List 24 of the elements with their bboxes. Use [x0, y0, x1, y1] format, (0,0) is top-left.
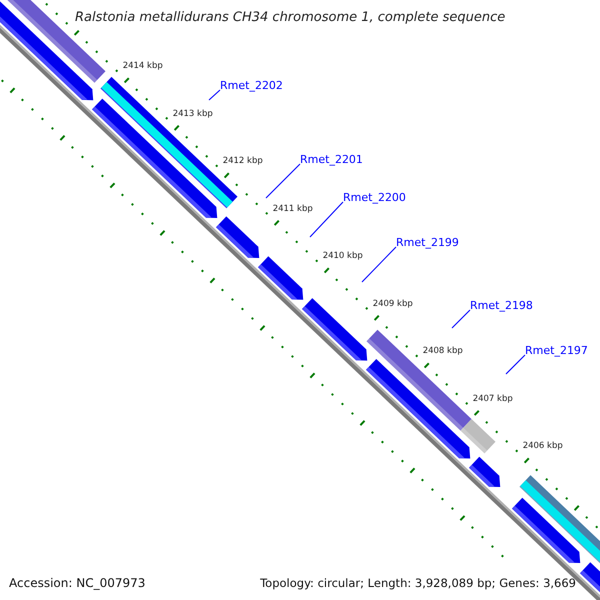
leader-line: [452, 310, 470, 328]
leader-line: [506, 354, 526, 374]
gene-label: Rmet_2201: [300, 153, 363, 166]
position-label: 2407 kbp: [472, 394, 513, 404]
map-title: Ralstonia metallidurans CH34 chromosome 1, complete sequence: [75, 9, 506, 27]
position-label: 2412 kbp: [222, 156, 263, 166]
gene-label: Rmet_2199: [396, 236, 459, 249]
leader-line: [266, 164, 300, 198]
leader-line: [362, 246, 396, 282]
position-label: 2411 kbp: [272, 204, 313, 214]
position-label: 2410 kbp: [322, 251, 363, 262]
position-label: 2409 kbp: [372, 298, 413, 309]
gene-label: Rmet_2200: [343, 191, 406, 204]
leader-line: [208, 90, 220, 100]
leader-line: [310, 202, 344, 238]
gene-label: Rmet_2197: [525, 344, 588, 357]
gene-label: Rmet_2198: [470, 299, 533, 312]
info-text: Topology: circular; Length: 3,928,089 bp; Genes: 3,669: [260, 575, 576, 592]
position-label: 2408 kbp: [422, 346, 463, 356]
position-label: 2406 kbp: [522, 441, 563, 452]
position-label: 2413 kbp: [172, 108, 213, 119]
gene-label: Rmet_2202: [220, 79, 283, 92]
info-text: Accession: NC_007973: [9, 575, 146, 592]
position-label: 2414 kbp: [122, 61, 163, 72]
